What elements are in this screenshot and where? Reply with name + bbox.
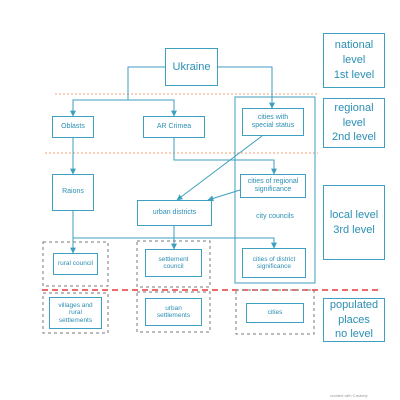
level-national-line-1: national level: [334, 39, 374, 67]
level-regional: regional level 2nd level: [323, 98, 385, 148]
node-villages-rural-settlements: villages and rural settlements: [49, 297, 102, 329]
creately-footer: created with Creately: [330, 393, 368, 398]
level-local-line-1: local level: [329, 208, 379, 221]
level-populated-line-1: populated: [329, 298, 379, 311]
connector-ukraine-special: [218, 66, 275, 109]
node-cities-district-significance-label: cities of district significance: [252, 255, 296, 270]
node-cities-district-significance: cities of district significance: [242, 248, 306, 278]
node-settlement-council-label: settlement council: [158, 255, 189, 270]
node-oblasts-label: Oblasts: [61, 122, 85, 130]
node-cities-regional-significance-label: cities of regional significance: [247, 177, 299, 193]
connector-hub-oblasts: [70, 99, 128, 117]
connector-crimea-regional: [173, 138, 277, 175]
level-populated-line-2: places: [338, 313, 370, 326]
node-cities-regional-significance: cities of regional significance: [240, 174, 306, 198]
level-national: national level 1st level: [323, 33, 385, 88]
group-frame-settlement: [136, 240, 211, 288]
node-ar-crimea: AR Crimea: [143, 116, 205, 138]
node-ar-crimea-label: AR Crimea: [156, 122, 192, 130]
level-regional-line-2: 2nd level: [331, 131, 377, 144]
node-urban-settlements-label: urban settlements: [156, 304, 191, 319]
node-raions-label: Raions: [62, 188, 84, 196]
connector-special-urban: [176, 135, 263, 201]
node-urban-districts: urban districts: [137, 200, 212, 226]
level-populated-places: populated places no level: [323, 298, 385, 342]
city-status-frame: [234, 96, 316, 284]
level-local-line-2: 3rd level: [333, 223, 375, 236]
node-cities: cities: [246, 303, 304, 323]
level-local: local level 3rd level: [323, 185, 385, 260]
node-villages-rural-settlements-label: villages and rural settlements: [58, 301, 93, 324]
node-rural-council: rural council: [53, 253, 98, 275]
level-regional-line-1: regional level: [334, 101, 374, 129]
node-urban-settlements: urban settlements: [145, 298, 202, 326]
connector-regional-urban: [207, 189, 241, 202]
node-rural-council-label: rural council: [57, 260, 94, 268]
connector-hub-crimea: [128, 99, 177, 117]
level-national-line-2: 1st level: [333, 68, 375, 81]
group-frame-rural: [42, 241, 109, 287]
node-ukraine: Ukraine: [165, 48, 218, 86]
connector-ukraine-hub: [127, 66, 165, 100]
group-frame-villages: [42, 292, 109, 334]
node-ukraine-label: Ukraine: [172, 60, 211, 73]
node-cities-label: cities: [267, 309, 283, 317]
group-frame-urban-settlements: [136, 291, 211, 333]
group-frame-cities: [235, 289, 315, 335]
city-councils-label: city councils: [256, 213, 294, 220]
node-raions: Raions: [52, 174, 94, 211]
node-urban-districts-label: urban districts: [152, 208, 197, 216]
node-settlement-council: settlement council: [145, 249, 202, 277]
node-cities-special-status-label: cities with special status: [251, 113, 295, 129]
node-cities-special-status: cities with special status: [242, 108, 304, 136]
level-populated-line-3: no level: [335, 328, 373, 341]
node-oblasts: Oblasts: [52, 116, 94, 138]
